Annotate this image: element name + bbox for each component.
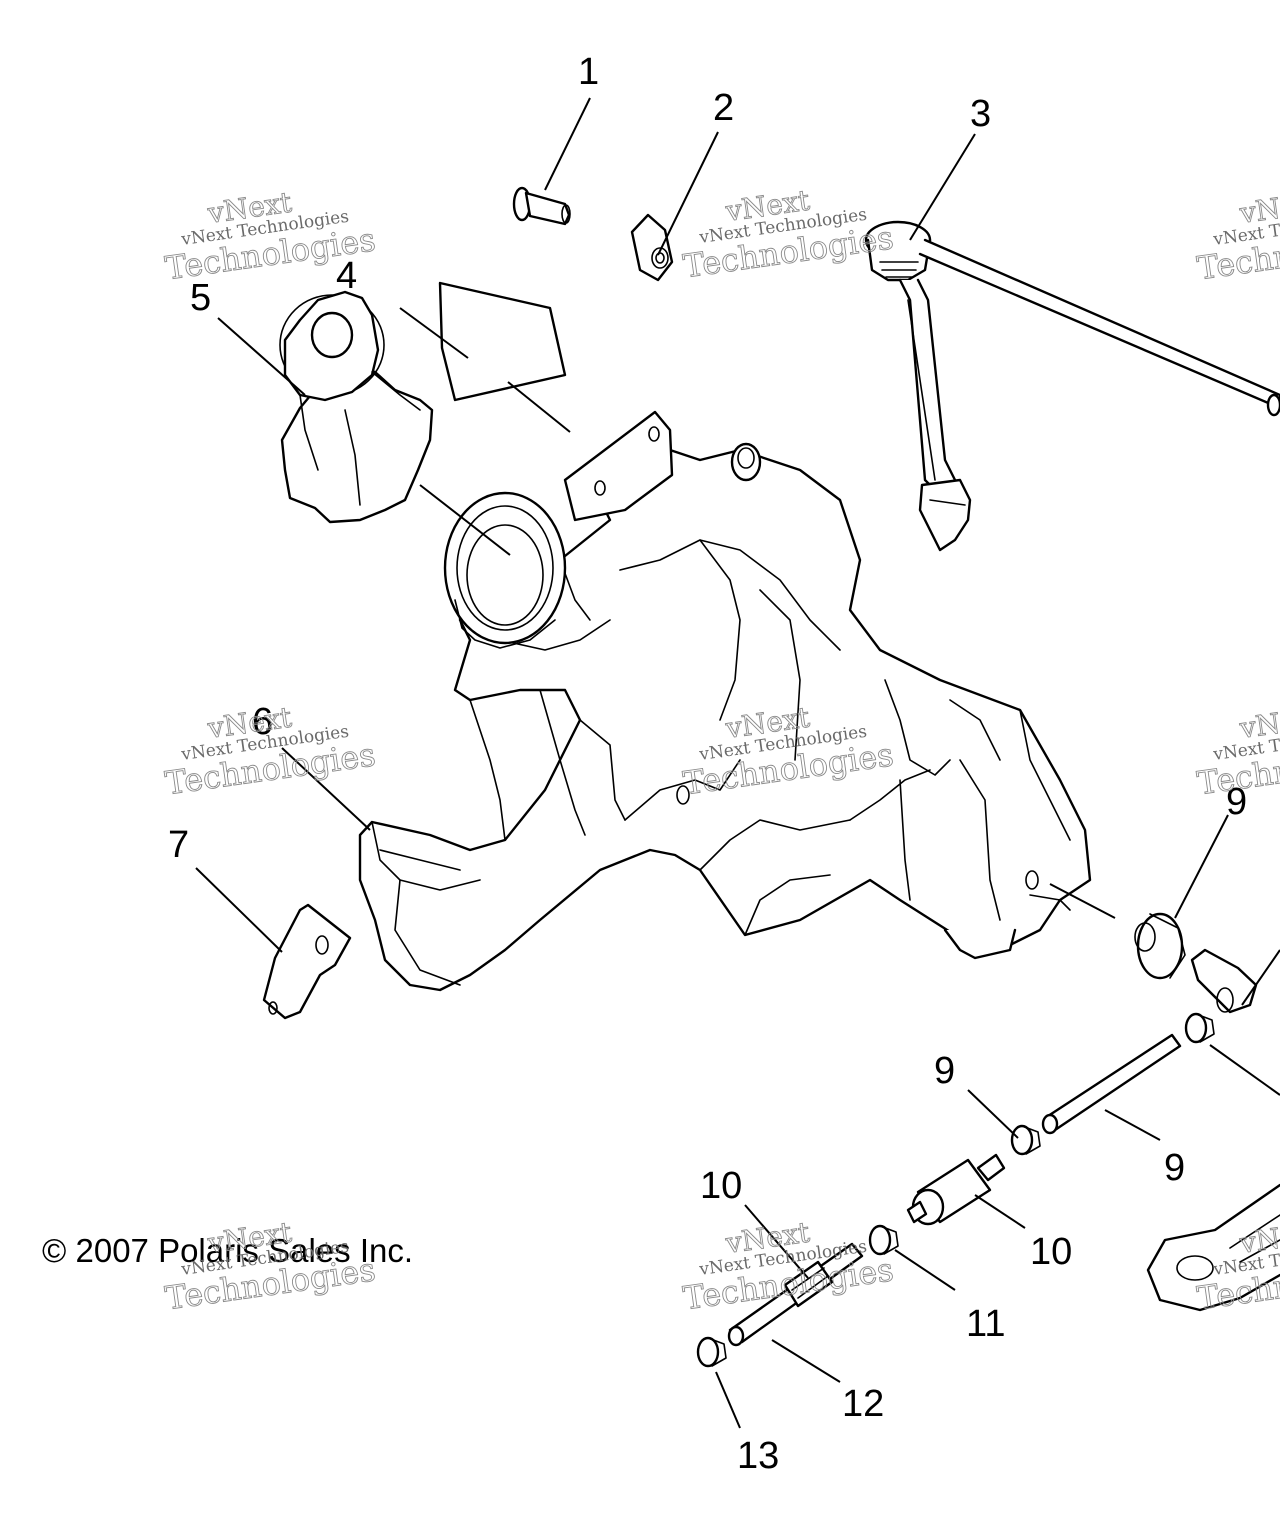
- callout-3: 5: [190, 277, 211, 319]
- fuel-hose-upper: [1041, 1033, 1182, 1135]
- callout-13: 4: [336, 255, 357, 297]
- callout-2: 6: [252, 701, 273, 743]
- watermark-2: vNext vNext Technologies Technologies: [680, 183, 896, 286]
- callout-11: 10: [1030, 1231, 1072, 1273]
- hose-clip: [783, 1260, 834, 1308]
- watermark-4: vNext vNext Technologies Technologies: [162, 700, 378, 803]
- rivet: [512, 186, 571, 226]
- partial-bracket-right: [1146, 1183, 1280, 1312]
- watermark-3: vNext vNext Technologies Technologies: [1194, 185, 1280, 288]
- bracket: [262, 903, 352, 1020]
- u-nut-clip: [630, 213, 674, 282]
- callout-9-upper: 9: [934, 1050, 955, 1092]
- leader-lines: [195, 97, 1280, 1429]
- callout-4: 1: [578, 51, 599, 93]
- fuel-sender: [864, 220, 1280, 552]
- callout-6: 3: [970, 93, 991, 135]
- callout-5: 2: [713, 87, 734, 129]
- decal-label: [438, 281, 567, 402]
- hose-clamp-1: [1184, 1012, 1215, 1044]
- callout-1: 7: [168, 824, 189, 866]
- hose-clamp-4: [696, 1336, 727, 1368]
- hose-clamp-2: [1010, 1124, 1041, 1156]
- fuel-cap: [279, 290, 434, 524]
- hose-clamp-3: [868, 1224, 899, 1256]
- callout-9-lower: 13: [737, 1435, 779, 1477]
- callout-10-upper: 9: [1164, 1147, 1185, 1189]
- callouts: 1 2 3 4 5 6 7 9 9 9 10 10 11 12 13: [168, 51, 1247, 1477]
- fuel-tank: [358, 410, 1092, 992]
- callout-7: 9: [1226, 781, 1247, 823]
- watermark-8: vNext vNext Technologies Technologies: [680, 1215, 896, 1318]
- grommet: [1134, 912, 1186, 980]
- watermark-6: vNext vNext Technologies Technologies: [1194, 700, 1280, 803]
- callout-9-middle: 11: [966, 1303, 1005, 1345]
- callout-10-lower: 12: [842, 1383, 884, 1425]
- copyright-notice: © 2007 Polaris Sales Inc.: [42, 1232, 413, 1269]
- watermark-7: vNext vNext Technologies Technologies: [162, 1215, 378, 1318]
- fuel-filter: [906, 1153, 1006, 1226]
- elbow-fitting: [1190, 948, 1258, 1014]
- callout-12: 10: [700, 1165, 742, 1207]
